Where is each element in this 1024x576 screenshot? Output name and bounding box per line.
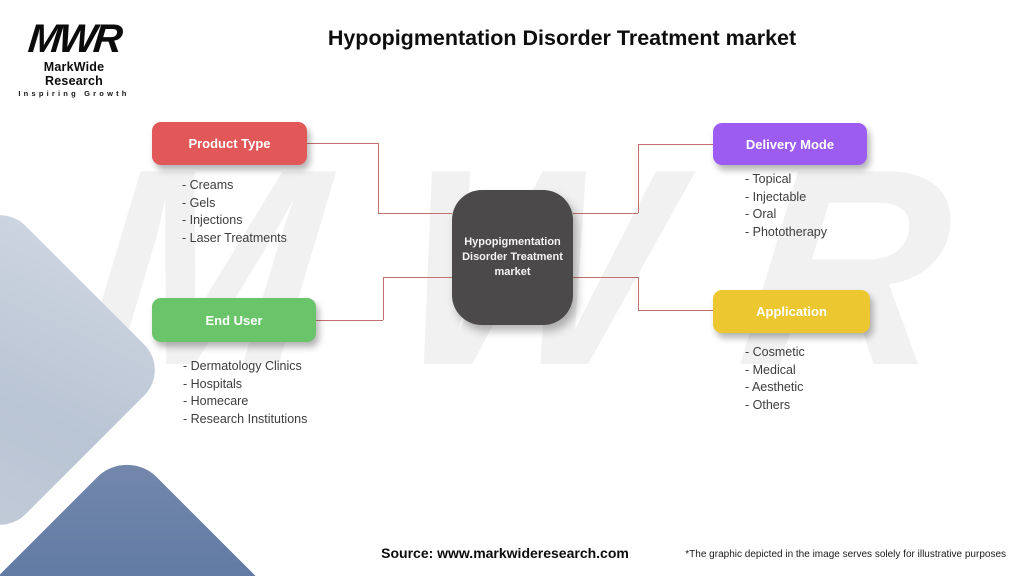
category-label-application: Application (756, 304, 827, 319)
logo-name: MarkWide Research (43, 60, 105, 88)
category-box-product-type: Product Type (152, 122, 307, 165)
list-item: - Gels (182, 195, 216, 210)
list-item: - Homecare (183, 394, 249, 409)
category-items-product-type: - Creams - Gels - Injections - Laser Tre… (182, 177, 287, 247)
category-items-end-user: - Dermatology Clinics - Hospitals - Home… (183, 358, 307, 428)
list-item: - Injections (182, 213, 243, 228)
logo-tagline: Inspiring Growth (18, 89, 130, 98)
list-item: - Laser Treatments (182, 230, 287, 245)
disclaimer-text: *The graphic depicted in the image serve… (685, 549, 1006, 560)
connector-delivery-mode-v (638, 144, 639, 213)
list-item: - Dermatology Clinics (183, 359, 302, 373)
list-item: - Topical (745, 172, 792, 186)
center-node-market: Hypopigmentation Disorder Treatment mark… (452, 190, 573, 325)
category-items-delivery-mode: - Topical - Injectable - Oral - Photothe… (745, 171, 827, 241)
list-item: - Oral (745, 207, 777, 222)
list-item: - Hospitals (183, 376, 243, 391)
list-item: - Injectable (745, 189, 807, 204)
page-title: Hypopigmentation Disorder Treatment mark… (327, 26, 797, 50)
category-box-application: Application (713, 290, 870, 333)
category-box-end-user: End User (152, 298, 316, 342)
connector-product-type-h2 (378, 213, 452, 214)
list-item: - Phototherapy (745, 224, 827, 239)
category-label-delivery-mode: Delivery Mode (745, 136, 835, 152)
category-label-product-type: Product Type (188, 136, 271, 151)
list-item: - Creams (182, 178, 234, 192)
connector-application-v (638, 277, 639, 310)
logo-acronym: MWR (26, 17, 122, 61)
connector-application-h1 (573, 277, 638, 278)
category-box-delivery-mode: Delivery Mode (713, 123, 867, 165)
connector-delivery-mode-h2 (638, 144, 713, 145)
connector-end-user-h2 (383, 277, 452, 278)
center-node-label: Hypopigmentation Disorder Treatment mark… (462, 236, 563, 278)
connector-application-h2 (638, 310, 713, 311)
list-item: - Aesthetic (745, 380, 804, 395)
list-item: - Cosmetic (745, 345, 805, 359)
category-items-application: - Cosmetic - Medical - Aesthetic - Other… (745, 344, 805, 414)
category-label-end-user: End User (205, 312, 263, 328)
list-item: - Research Institutions (183, 411, 308, 426)
list-item: - Others (745, 397, 791, 412)
markwide-research-logo: MWR MarkWide Research Inspiring Growth (18, 17, 130, 98)
connector-end-user-v (383, 277, 384, 320)
connector-delivery-mode-h1 (573, 213, 638, 214)
list-item: - Medical (745, 362, 796, 377)
connector-product-type-h1 (307, 143, 378, 144)
source-text: Source: www.markwideresearch.com (381, 545, 629, 561)
connector-end-user-h1 (316, 320, 383, 321)
connector-product-type-v (378, 143, 379, 213)
